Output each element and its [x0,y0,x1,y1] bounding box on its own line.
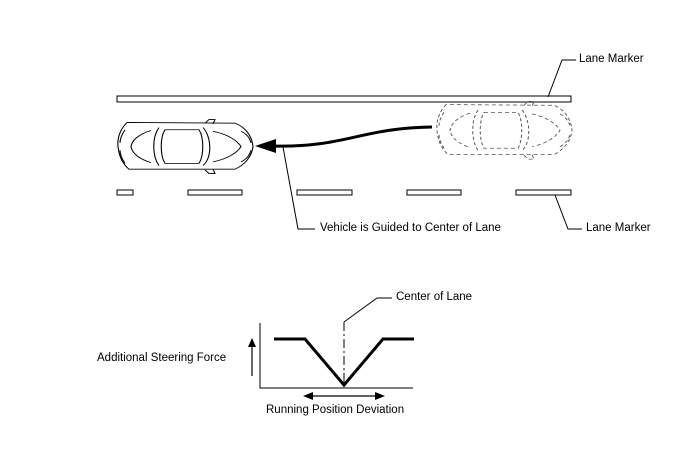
lane-dash [116,189,134,196]
car-top-view-dashed-icon [436,100,573,160]
double-arrow-horizontal-icon [303,392,385,400]
lane-marker-top [116,95,572,103]
lane-dash [187,189,243,196]
lane-marker-bottom [116,189,572,196]
leader-lines [282,59,582,323]
arrow-up-icon [248,338,256,376]
lane-dash [406,189,462,196]
additional-steering-force-label: Additional Steering Force [97,352,227,364]
lane-marker-bottom-label: Lane Marker [586,222,651,234]
center-of-lane-label: Center of Lane [396,291,473,303]
leader-vehicle-guided [282,146,315,230]
curved-arrow-left-icon [255,125,433,153]
graph-axes [259,323,413,389]
lane-dash [296,189,353,196]
running-position-deviation-label: Running Position Deviation [266,404,405,416]
lane-marker-top-label: Lane Marker [579,53,644,65]
steering-force-graph [259,322,414,389]
leader-center-of-lane [343,297,392,323]
car-top-view-icon [117,118,254,175]
leader-lane-marker-bottom [554,194,582,230]
vehicle-guided-label: Vehicle is Guided to Center of Lane [320,222,501,234]
lane-dash [515,189,572,196]
leader-lane-marker-top [547,59,576,98]
